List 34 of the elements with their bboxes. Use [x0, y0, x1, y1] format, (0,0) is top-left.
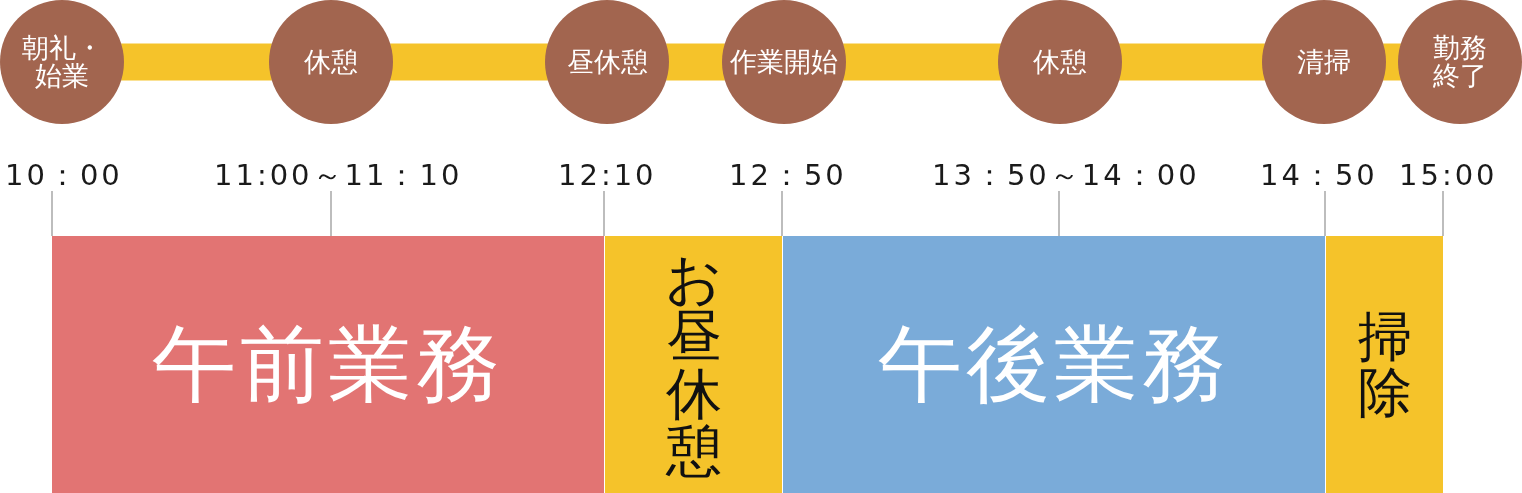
time-label: 13：50～14：00: [932, 161, 1200, 190]
tick-line: [1324, 190, 1326, 237]
event-label: 勤務終了: [1432, 33, 1488, 91]
tick-line: [1442, 190, 1444, 237]
connector-bar: [121, 43, 272, 81]
tick-line: [781, 190, 783, 237]
tick-line: [330, 190, 332, 237]
block-label: 午後業務: [878, 320, 1230, 409]
event-label: 朝礼・始業: [20, 33, 104, 91]
time-label: 12:10: [558, 161, 657, 190]
time-block: [783, 236, 1325, 493]
time-block: [52, 236, 604, 493]
time-label: 15:00: [1399, 161, 1498, 190]
time-label: 10：00: [5, 161, 123, 190]
time-label: 11:00～11：10: [214, 161, 463, 190]
connector-bar: [843, 43, 1001, 81]
time-label: 14：50: [1260, 161, 1378, 190]
event-label: 作業開始: [730, 47, 838, 77]
time-label: 12：50: [729, 161, 847, 190]
tick-line: [603, 190, 605, 237]
connector-bar: [666, 43, 725, 81]
block-label: お昼休憩: [664, 250, 723, 479]
time-block: [1326, 236, 1443, 493]
connector-bar: [1119, 43, 1265, 81]
block-label: 午前業務: [152, 320, 504, 409]
tick-line: [51, 190, 53, 237]
connector-bar: [390, 43, 548, 81]
event-label: 休憩: [1033, 47, 1087, 77]
tick-line: [1058, 190, 1060, 237]
event-label: 清掃: [1297, 47, 1351, 77]
event-label: 昼休憩: [566, 47, 648, 77]
block-label: 掃除: [1356, 309, 1413, 420]
event-label: 休憩: [304, 47, 358, 77]
time-block: [605, 236, 782, 493]
